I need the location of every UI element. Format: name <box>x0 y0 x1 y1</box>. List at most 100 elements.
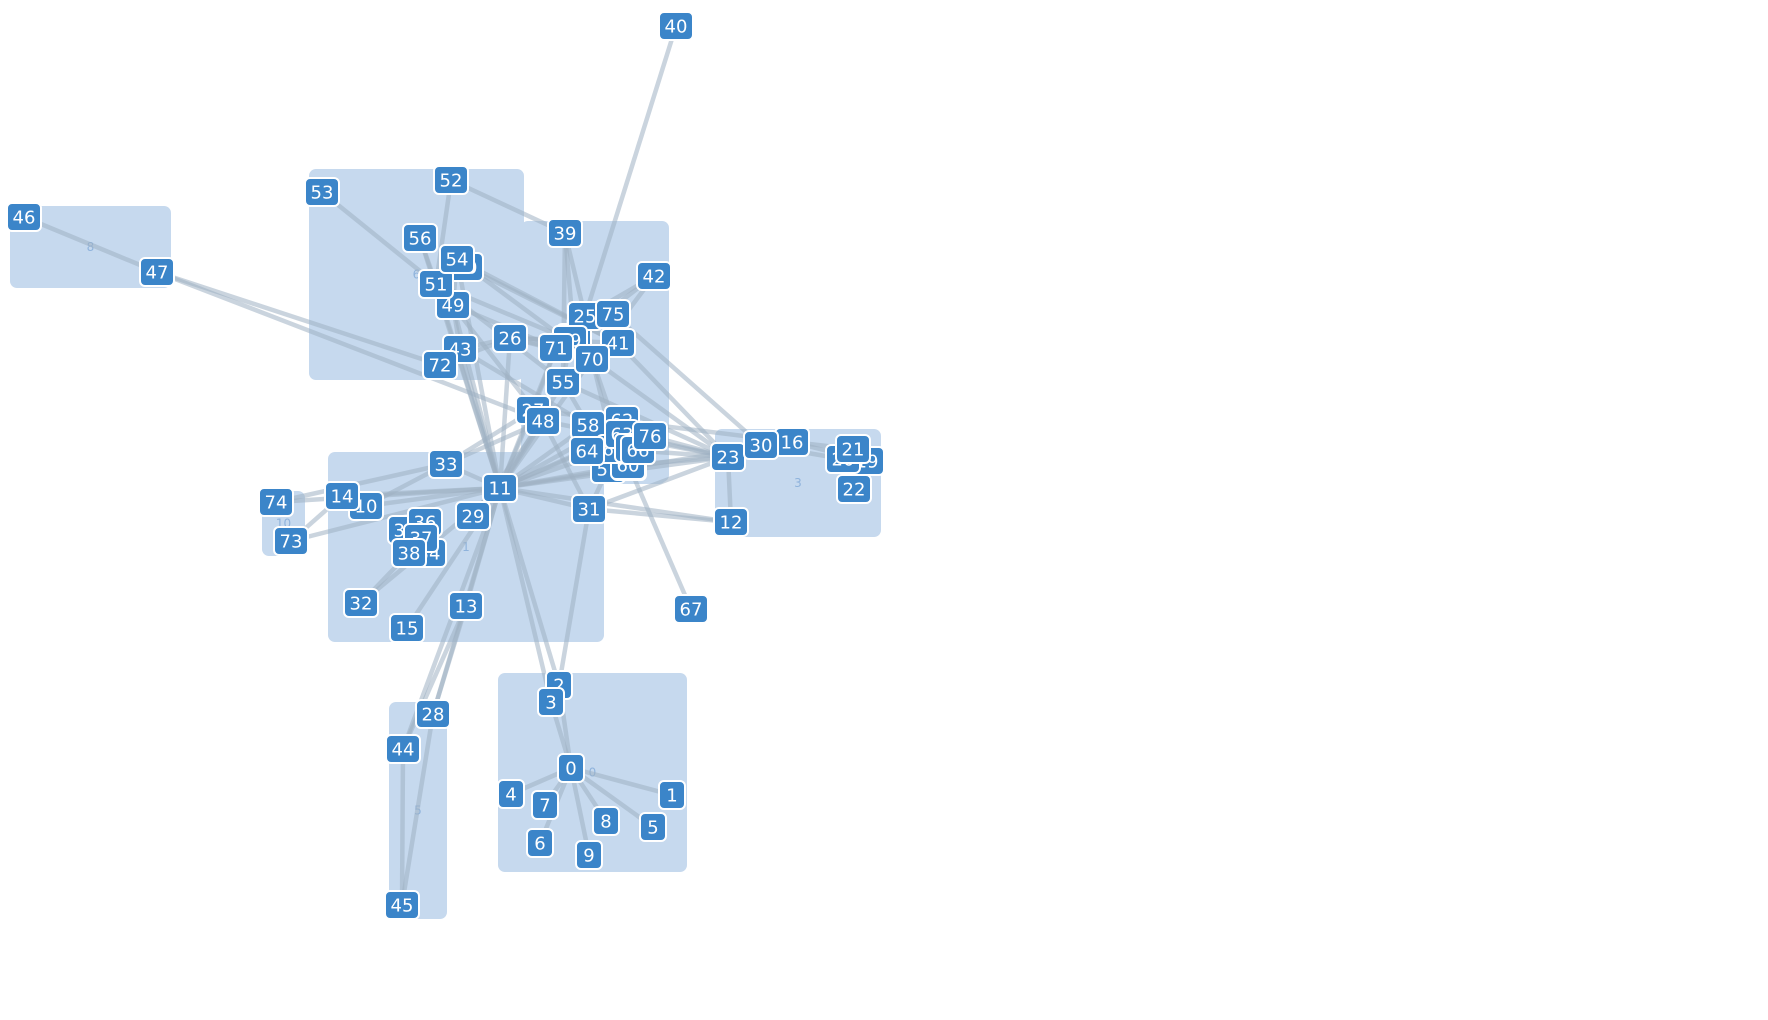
node-26[interactable]: 26 <box>492 323 528 353</box>
node-box[interactable] <box>428 449 464 479</box>
node-box[interactable] <box>391 538 427 568</box>
node-box[interactable] <box>258 487 294 517</box>
node-box[interactable] <box>6 202 42 232</box>
node-51[interactable]: 51 <box>418 269 454 299</box>
node-8[interactable]: 8 <box>592 806 620 836</box>
node-16[interactable]: 16 <box>774 427 810 457</box>
node-box[interactable] <box>592 806 620 836</box>
node-box[interactable] <box>139 257 175 287</box>
node-74[interactable]: 74 <box>258 487 294 517</box>
node-box[interactable] <box>632 421 668 451</box>
node-box[interactable] <box>836 474 872 504</box>
node-0[interactable]: 0 <box>557 753 585 783</box>
node-box[interactable] <box>439 244 475 274</box>
node-42[interactable]: 42 <box>636 261 672 291</box>
node-1[interactable]: 1 <box>658 780 686 810</box>
node-box[interactable] <box>422 350 458 380</box>
node-box[interactable] <box>547 218 583 248</box>
node-45[interactable]: 45 <box>384 890 420 920</box>
node-47[interactable]: 47 <box>139 257 175 287</box>
node-box[interactable] <box>569 436 605 466</box>
node-box[interactable] <box>545 367 581 397</box>
node-70[interactable]: 70 <box>574 344 610 374</box>
node-58[interactable]: 58 <box>570 410 606 440</box>
node-box[interactable] <box>402 223 438 253</box>
node-box[interactable] <box>273 526 309 556</box>
node-box[interactable] <box>571 494 607 524</box>
node-56[interactable]: 56 <box>402 223 438 253</box>
node-box[interactable] <box>557 753 585 783</box>
node-box[interactable] <box>385 734 421 764</box>
node-71[interactable]: 71 <box>538 333 574 363</box>
node-box[interactable] <box>743 430 779 460</box>
node-73[interactable]: 73 <box>273 526 309 556</box>
node-55[interactable]: 55 <box>545 367 581 397</box>
node-box[interactable] <box>538 333 574 363</box>
node-76[interactable]: 76 <box>632 421 668 451</box>
node-53[interactable]: 53 <box>304 177 340 207</box>
edge-3-11 <box>497 487 554 703</box>
node-23[interactable]: 23 <box>710 442 746 472</box>
node-box[interactable] <box>384 890 420 920</box>
node-box[interactable] <box>448 591 484 621</box>
node-box[interactable] <box>418 269 454 299</box>
node-box[interactable] <box>658 11 694 41</box>
node-box[interactable] <box>574 344 610 374</box>
node-21[interactable]: 21 <box>835 434 871 464</box>
node-40[interactable]: 40 <box>658 11 694 41</box>
node-49[interactable]: 49 <box>435 290 471 320</box>
node-46[interactable]: 46 <box>6 202 42 232</box>
node-box[interactable] <box>415 699 451 729</box>
node-box[interactable] <box>389 613 425 643</box>
node-box[interactable] <box>595 299 631 329</box>
node-box[interactable] <box>497 779 525 809</box>
node-box[interactable] <box>526 828 554 858</box>
node-box[interactable] <box>343 588 379 618</box>
node-6[interactable]: 6 <box>526 828 554 858</box>
node-box[interactable] <box>639 812 667 842</box>
node-11[interactable]: 11 <box>482 473 518 503</box>
node-box[interactable] <box>455 501 491 531</box>
node-box[interactable] <box>575 840 603 870</box>
node-box[interactable] <box>531 790 559 820</box>
node-39[interactable]: 39 <box>547 218 583 248</box>
node-29[interactable]: 29 <box>455 501 491 531</box>
node-67[interactable]: 67 <box>673 594 709 624</box>
node-box[interactable] <box>636 261 672 291</box>
node-13[interactable]: 13 <box>448 591 484 621</box>
node-72[interactable]: 72 <box>422 350 458 380</box>
node-box[interactable] <box>658 780 686 810</box>
node-box[interactable] <box>324 481 360 511</box>
node-box[interactable] <box>525 406 561 436</box>
node-64[interactable]: 64 <box>569 436 605 466</box>
node-28[interactable]: 28 <box>415 699 451 729</box>
node-30[interactable]: 30 <box>743 430 779 460</box>
node-3[interactable]: 3 <box>537 687 565 717</box>
node-box[interactable] <box>492 323 528 353</box>
node-box[interactable] <box>433 165 469 195</box>
node-box[interactable] <box>673 594 709 624</box>
node-54[interactable]: 54 <box>439 244 475 274</box>
node-box[interactable] <box>304 177 340 207</box>
node-31[interactable]: 31 <box>571 494 607 524</box>
node-15[interactable]: 15 <box>389 613 425 643</box>
node-22[interactable]: 22 <box>836 474 872 504</box>
node-5[interactable]: 5 <box>639 812 667 842</box>
node-14[interactable]: 14 <box>324 481 360 511</box>
node-box[interactable] <box>482 473 518 503</box>
node-7[interactable]: 7 <box>531 790 559 820</box>
node-48[interactable]: 48 <box>525 406 561 436</box>
node-12[interactable]: 12 <box>713 507 749 537</box>
node-52[interactable]: 52 <box>433 165 469 195</box>
node-33[interactable]: 33 <box>428 449 464 479</box>
node-25[interactable]: 25 <box>567 301 603 331</box>
node-box[interactable] <box>835 434 871 464</box>
node-44[interactable]: 44 <box>385 734 421 764</box>
node-box[interactable] <box>713 507 749 537</box>
node-32[interactable]: 32 <box>343 588 379 618</box>
node-4[interactable]: 4 <box>497 779 525 809</box>
node-38[interactable]: 38 <box>391 538 427 568</box>
node-75[interactable]: 75 <box>595 299 631 329</box>
node-9[interactable]: 9 <box>575 840 603 870</box>
node-box[interactable] <box>537 687 565 717</box>
